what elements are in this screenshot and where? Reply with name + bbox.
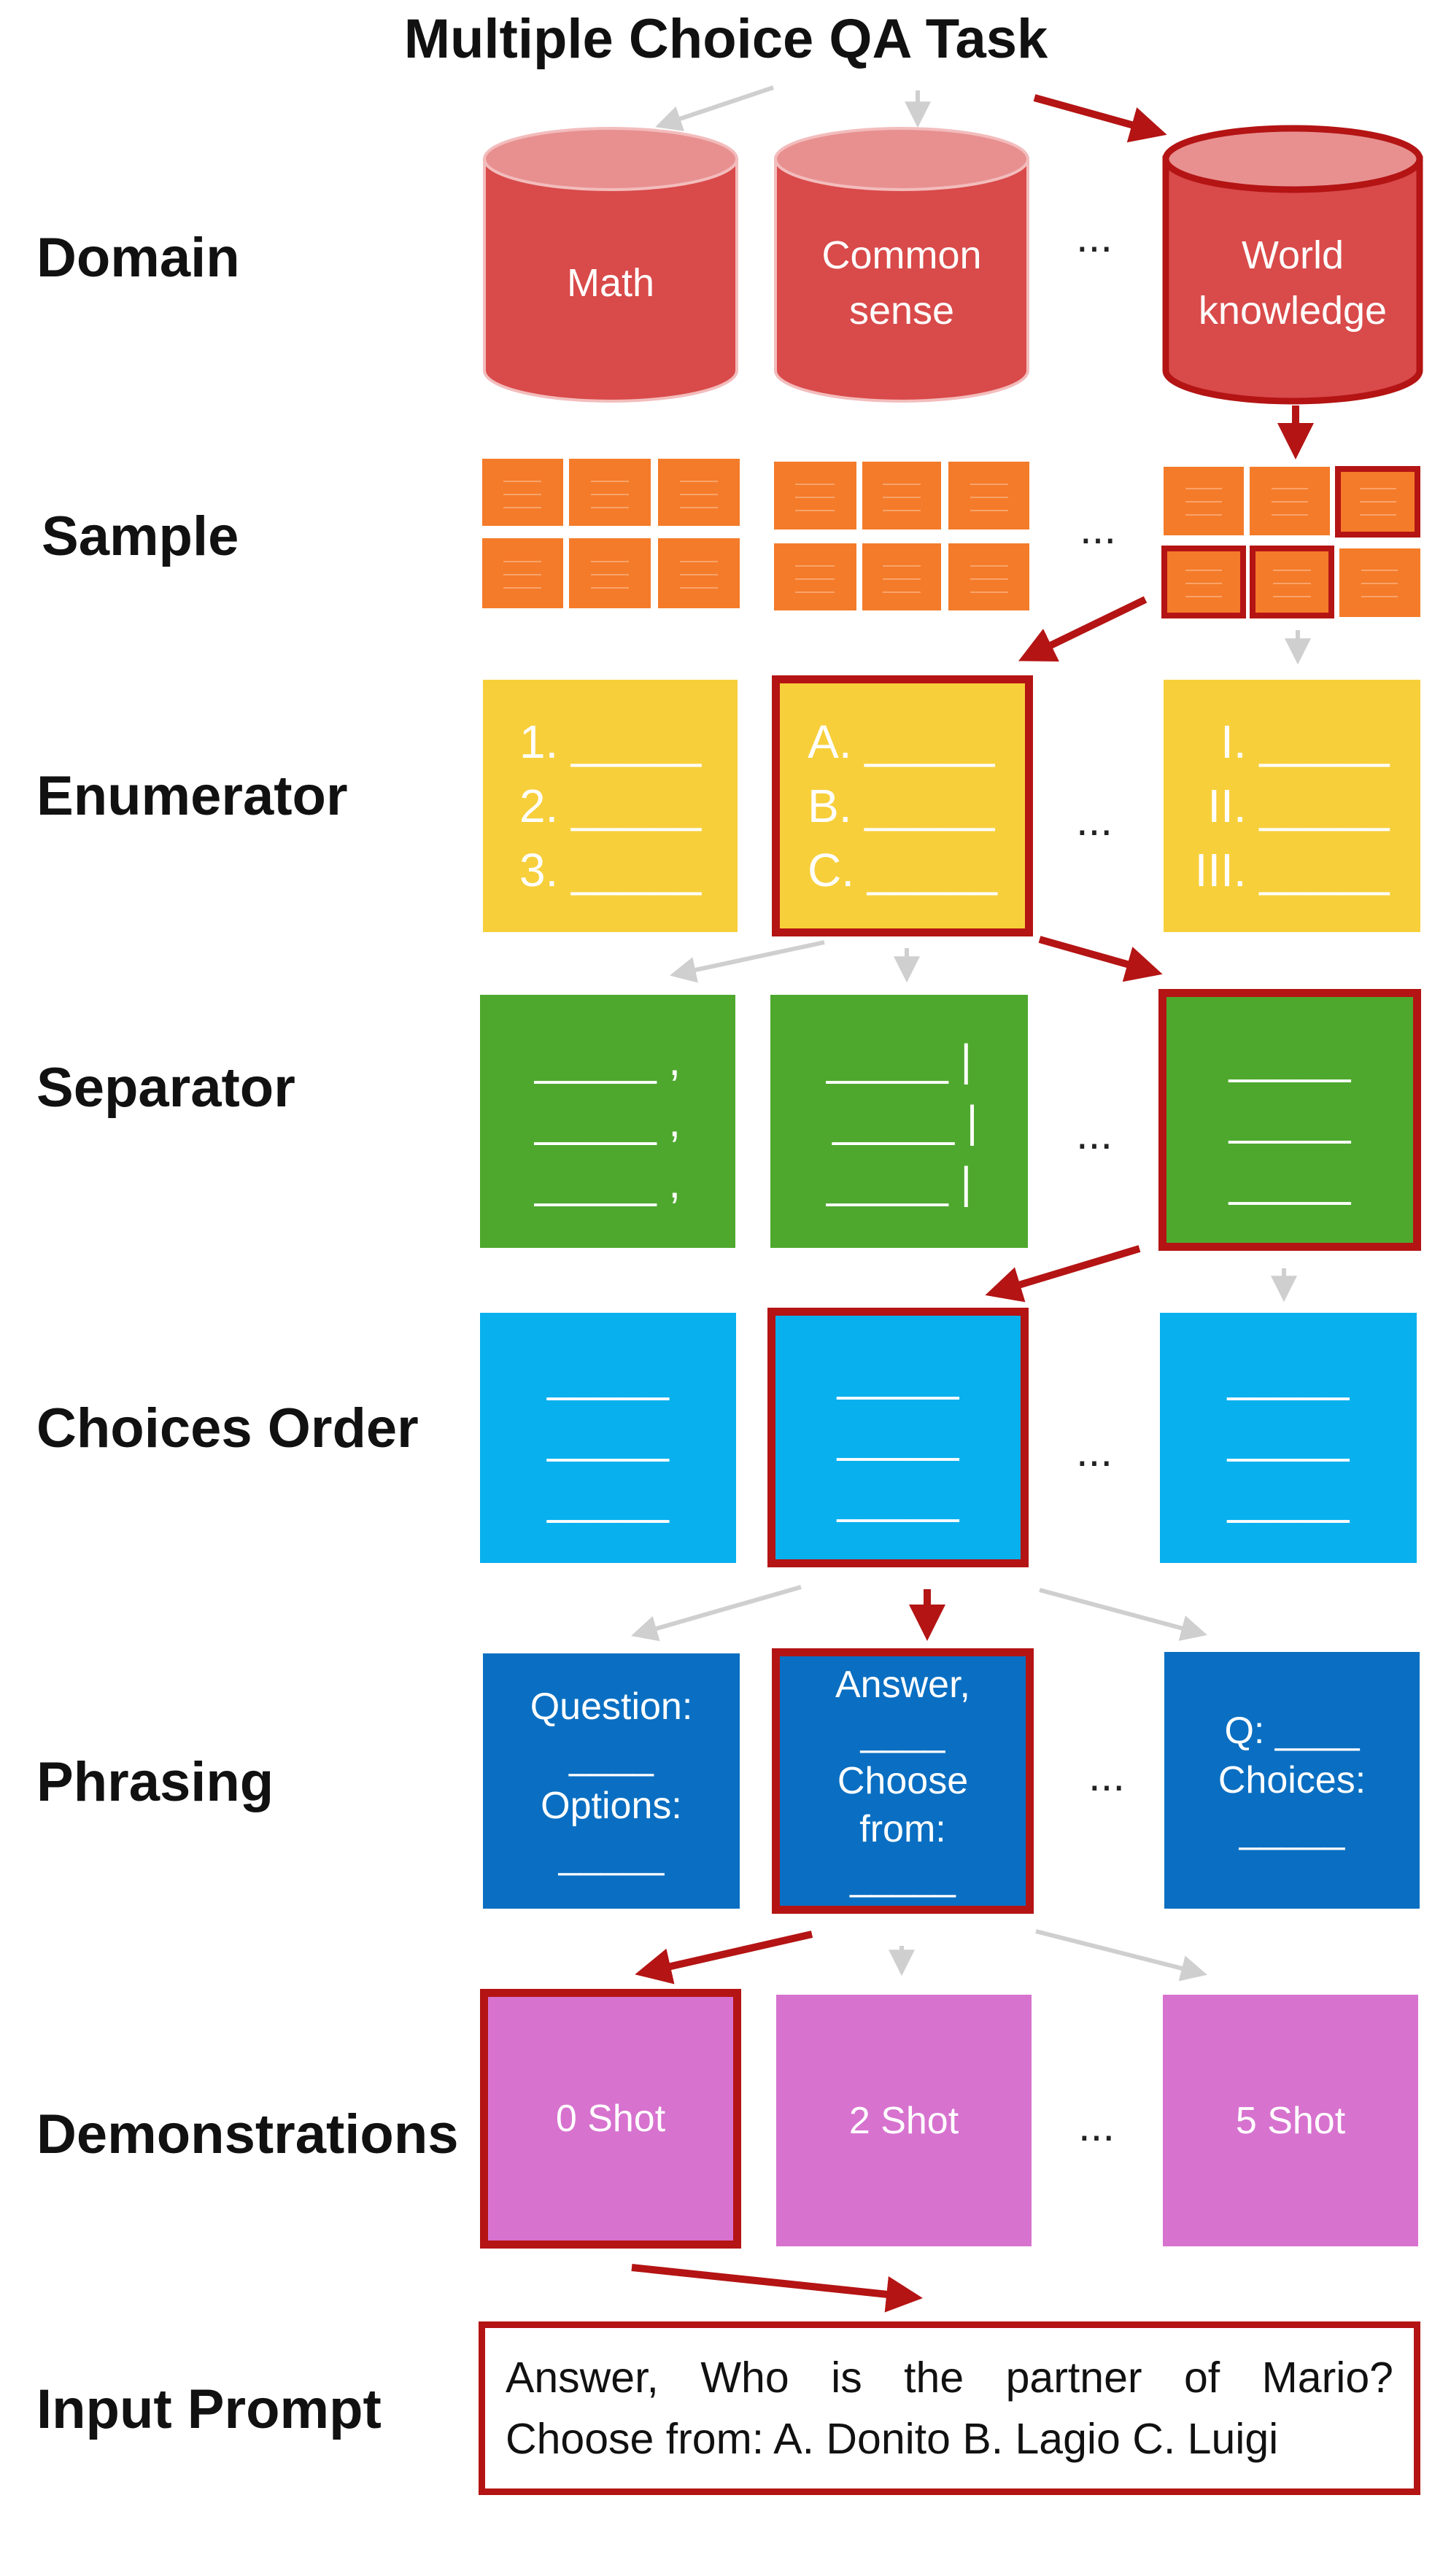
domain-world-knowledge-label: World knowledge bbox=[1198, 233, 1388, 333]
ellipsis-demonstrations: ... bbox=[1078, 2101, 1115, 2150]
arrow-order-phr-gray-right bbox=[1039, 1588, 1207, 1641]
demonstrations-zero-shot-label: 0 Shot bbox=[555, 2098, 666, 2140]
arrow-title-math bbox=[655, 85, 774, 131]
separator-pipe-text: _____ | _____ | _____ | bbox=[826, 1035, 978, 1207]
ellipsis-enumerator: ... bbox=[1076, 796, 1113, 845]
sample-tiles-world bbox=[1161, 466, 1420, 618]
diagram-title: Multiple Choice QA Task bbox=[403, 8, 1048, 70]
enumerator-numeric-box: 1. _____ 2. _____ 3. _____ bbox=[483, 680, 738, 932]
ellipsis-domain: ... bbox=[1076, 212, 1113, 261]
arrow-enum-sep-red bbox=[1038, 936, 1163, 982]
input-prompt-line-2: Choose from: A. Donito B. Lagio C. Luigi bbox=[506, 2415, 1279, 2463]
arrow-sep-order-red bbox=[985, 1245, 1141, 1303]
arrow-title-world bbox=[1033, 94, 1167, 143]
row-label-choices-order: Choices Order bbox=[36, 1397, 419, 1459]
demonstrations-five-shot-label: 5 Shot bbox=[1235, 2099, 1346, 2142]
arrow-demo-prompt-red bbox=[631, 2264, 923, 2313]
enumerator-roman-text: I. _____ II. _____ III. _____ bbox=[1194, 715, 1390, 896]
phrasing-question-options-box: Question: ____ Options: _____ bbox=[483, 1653, 740, 1909]
input-prompt-box: Answer, Who is the partner of Mario? Cho… bbox=[479, 2321, 1420, 2495]
row-label-enumerator: Enumerator bbox=[36, 765, 348, 827]
input-prompt-line-1: Answer, Who is the partner of Mario? bbox=[506, 2354, 1393, 2402]
arrow-sample-enum-red bbox=[1018, 596, 1148, 662]
demonstrations-zero-shot-box-selected: 0 Shot bbox=[480, 1989, 741, 2249]
demonstrations-five-shot-box: 5 Shot bbox=[1163, 1995, 1418, 2246]
enumerator-numeric-text: 1. _____ 2. _____ 3. _____ bbox=[519, 715, 702, 896]
enumerator-alpha-box-selected: A. _____ B. _____ C. _____ bbox=[772, 675, 1033, 936]
row-label-separator: Separator bbox=[36, 1057, 295, 1119]
ellipsis-choices-order: ... bbox=[1076, 1427, 1113, 1475]
phrasing-question-options-text: Question: ____ Options: _____ bbox=[530, 1685, 693, 1877]
choices-order-original-lines: _____ _____ _____ bbox=[547, 1351, 669, 1524]
arrow-enum-sep-gray-left bbox=[669, 940, 825, 983]
arrow-phr-demo-red bbox=[635, 1931, 813, 1985]
separator-pipe-box: _____ | _____ | _____ | bbox=[770, 995, 1028, 1248]
separator-newline-box-selected: _____ _____ _____ bbox=[1158, 989, 1421, 1251]
row-label-phrasing: Phrasing bbox=[36, 1751, 274, 1813]
phrasing-answer-choose-box-selected: Answer, ____ Choose from: _____ bbox=[772, 1648, 1034, 1914]
row-label-demonstrations: Demonstrations bbox=[36, 2103, 459, 2165]
ellipsis-sample: ... bbox=[1080, 504, 1117, 553]
demonstrations-two-shot-box: 2 Shot bbox=[776, 1995, 1032, 2246]
ellipsis-phrasing: ... bbox=[1088, 1751, 1126, 1800]
row-label-input-prompt: Input Prompt bbox=[36, 2378, 382, 2440]
domain-math-label: Math bbox=[566, 261, 655, 305]
phrasing-q-choices-text: Q: ____ Choices: _____ bbox=[1218, 1710, 1366, 1851]
sample-tiles-math bbox=[482, 459, 740, 608]
enumerator-alpha-text: A. _____ B. _____ C. _____ bbox=[808, 715, 997, 896]
phrasing-answer-choose-text: Answer, ____ Choose from: _____ bbox=[835, 1664, 970, 1898]
row-label-sample: Sample bbox=[42, 505, 239, 567]
separator-newline-text: _____ _____ _____ bbox=[1228, 1033, 1351, 1206]
arrow-phr-demo-gray-right bbox=[1035, 1929, 1207, 1982]
choices-order-shuffle-lines: _____ _____ _____ bbox=[837, 1351, 959, 1523]
enumerator-roman-box: I. _____ II. _____ III. _____ bbox=[1164, 680, 1420, 932]
choices-order-reverse-box: _____ _____ _____ bbox=[1160, 1313, 1417, 1563]
cylinder-math bbox=[483, 127, 738, 403]
domain-common-sense-label: Common sense bbox=[821, 233, 982, 333]
sample-tile-lines bbox=[503, 481, 1398, 597]
separator-comma-box: _____ , _____ , _____ , bbox=[480, 995, 735, 1248]
arrow-order-phr-gray-left bbox=[631, 1585, 802, 1642]
cylinder-world-knowledge bbox=[1162, 125, 1423, 405]
choices-order-original-box: _____ _____ _____ bbox=[480, 1313, 736, 1563]
demonstrations-two-shot-label: 2 Shot bbox=[848, 2099, 959, 2142]
separator-comma-text: _____ , _____ , _____ , bbox=[534, 1035, 681, 1207]
ellipsis-separator: ... bbox=[1076, 1109, 1113, 1158]
row-label-domain: Domain bbox=[36, 227, 240, 289]
phrasing-q-choices-box: Q: ____ Choices: _____ bbox=[1164, 1652, 1420, 1909]
choices-order-reverse-lines: _____ _____ _____ bbox=[1227, 1351, 1350, 1524]
cylinder-common-sense bbox=[774, 127, 1029, 403]
choices-order-shuffle-box-selected: _____ _____ _____ bbox=[767, 1308, 1029, 1567]
sample-tiles-common bbox=[774, 462, 1029, 610]
